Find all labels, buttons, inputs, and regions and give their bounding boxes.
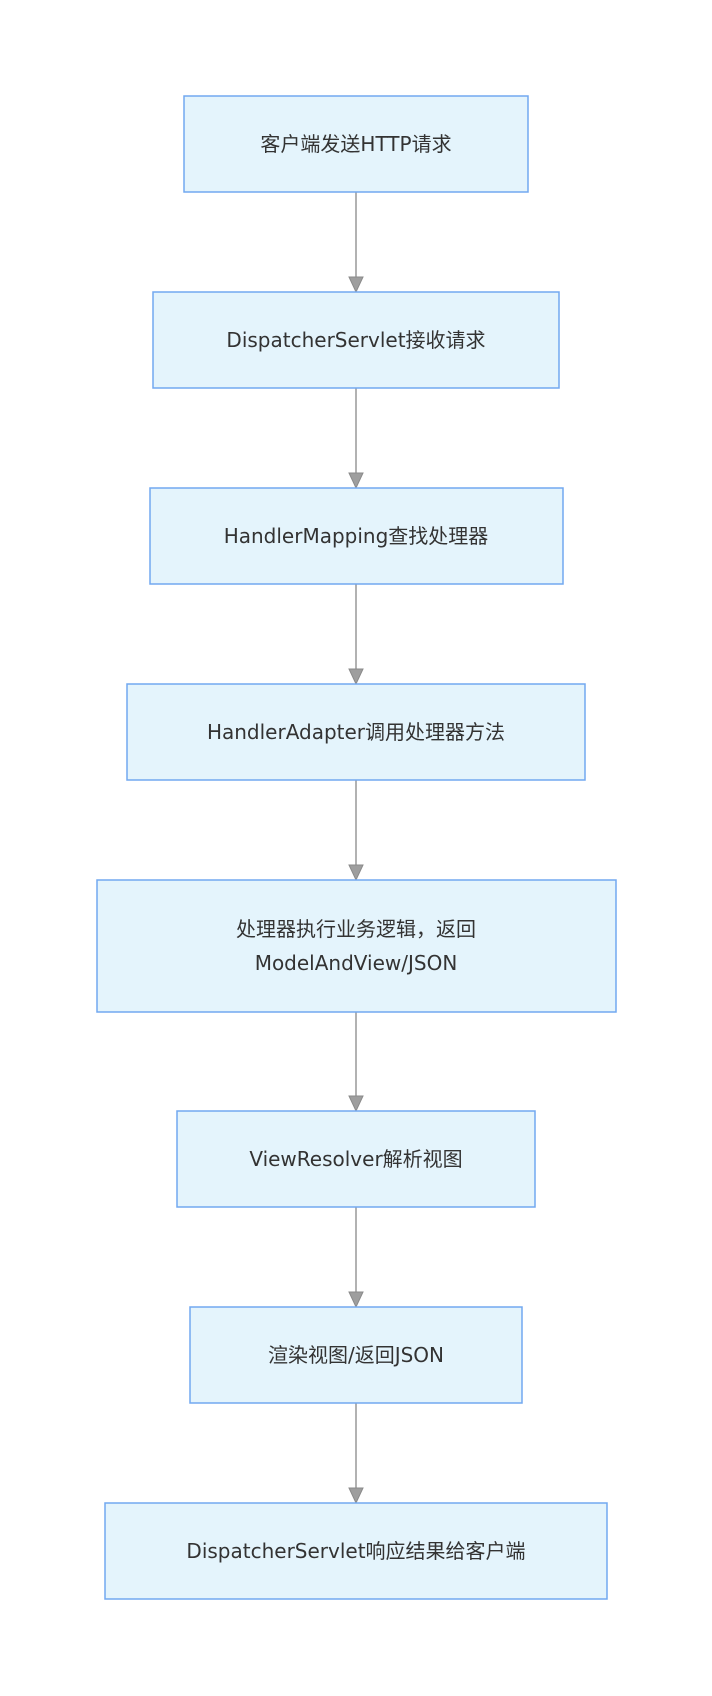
flow-node-box: [104, 1502, 608, 1600]
flow-node-box: [189, 1306, 523, 1404]
flow-arrow-7: [348, 1403, 364, 1505]
flow-node-7: 渲染视图/返回JSON: [189, 1306, 523, 1404]
flow-node-2: DispatcherServlet接收请求: [152, 291, 560, 389]
flow-node-label: HandlerMapping查找处理器: [224, 524, 489, 548]
flow-node-label: 处理器执行业务逻辑，返回: [236, 917, 476, 941]
arrowhead-icon: [348, 1487, 364, 1505]
flow-node-1: 客户端发送HTTP请求: [183, 95, 529, 193]
flow-node-box: [152, 291, 560, 389]
flow-node-label: 渲染视图/返回JSON: [268, 1343, 444, 1367]
arrowhead-icon: [348, 668, 364, 686]
flow-node-6: ViewResolver解析视图: [176, 1110, 536, 1208]
arrowhead-icon: [348, 1291, 364, 1309]
arrowhead-icon: [348, 864, 364, 882]
flow-node-label: HandlerAdapter调用处理器方法: [207, 720, 505, 744]
edges-layer: [348, 192, 364, 1505]
flow-arrow-3: [348, 584, 364, 686]
flow-node-5: 处理器执行业务逻辑，返回 ModelAndView/JSON: [96, 879, 617, 1013]
flow-node-label: DispatcherServlet响应结果给客户端: [186, 1539, 525, 1563]
arrowhead-icon: [348, 276, 364, 294]
flow-arrow-4: [348, 780, 364, 882]
flow-node-4: HandlerAdapter调用处理器方法: [126, 683, 586, 781]
flow-arrow-2: [348, 388, 364, 490]
flow-node-label: DispatcherServlet接收请求: [226, 328, 485, 352]
arrowhead-icon: [348, 472, 364, 490]
arrowhead-icon: [348, 1095, 364, 1113]
flow-node-box: [149, 487, 564, 585]
flow-node-box: [126, 683, 586, 781]
nodes-layer: 客户端发送HTTP请求 DispatcherServlet接收请求 HandlerM…: [96, 95, 617, 1600]
flow-node-box: [183, 95, 529, 193]
flow-arrow-5: [348, 1012, 364, 1113]
flow-node-8: DispatcherServlet响应结果给客户端: [104, 1502, 608, 1600]
flow-node-label: ViewResolver解析视图: [249, 1147, 462, 1171]
flow-arrow-1: [348, 192, 364, 294]
flow-node-label: 客户端发送HTTP请求: [260, 132, 451, 156]
flow-node-3: HandlerMapping查找处理器: [149, 487, 564, 585]
flow-node-label: ModelAndView/JSON: [255, 951, 458, 975]
flow-arrow-6: [348, 1207, 364, 1309]
flow-node-box: [96, 879, 617, 1013]
flow-node-box: [176, 1110, 536, 1208]
